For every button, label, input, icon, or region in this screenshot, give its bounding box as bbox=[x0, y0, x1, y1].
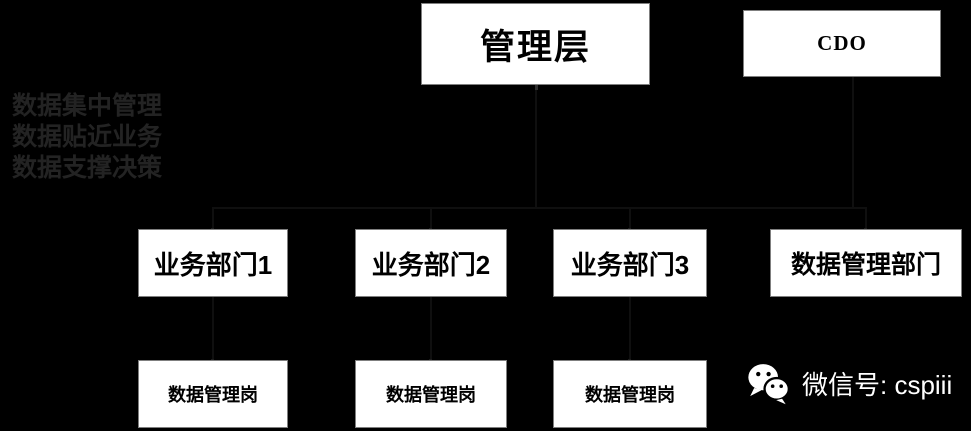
connector-dept2-post2 bbox=[430, 297, 432, 360]
wechat-watermark: 微信号: cspiii bbox=[747, 362, 952, 405]
connector-horizontal bbox=[212, 207, 866, 209]
connector-dept2-up bbox=[430, 207, 432, 229]
slogan-block: 数据集中管理 数据贴近业务 数据支撑决策 bbox=[12, 91, 162, 184]
tick-mgmt-bottom bbox=[535, 85, 538, 90]
business-dept-2-box: 业务部门2 bbox=[355, 229, 507, 297]
data-management-post-3-box: 数据管理岗 bbox=[553, 360, 707, 428]
slogan-line-2: 数据贴近业务 bbox=[12, 124, 163, 151]
connector-cdo-down bbox=[852, 77, 854, 207]
connector-dept1-post1 bbox=[212, 297, 214, 360]
data-management-dept-label: 数据管理部门 bbox=[790, 251, 941, 279]
data-management-post-1-box: 数据管理岗 bbox=[138, 360, 288, 428]
data-management-post-2-box: 数据管理岗 bbox=[355, 360, 507, 428]
connector-dept1-up bbox=[212, 207, 214, 229]
data-management-post-2-label: 数据管理岗 bbox=[386, 385, 476, 405]
business-dept-3-box: 业务部门3 bbox=[553, 229, 707, 297]
cdo-label: CDO bbox=[817, 31, 867, 55]
wechat-id-text: 微信号: cspiii bbox=[802, 370, 953, 400]
connector-dept3-up bbox=[629, 207, 631, 229]
connector-mgmt-down bbox=[535, 85, 537, 207]
business-dept-3-label: 业务部门3 bbox=[570, 249, 690, 280]
management-box: 管理层 bbox=[421, 3, 650, 85]
business-dept-2-label: 业务部门2 bbox=[371, 249, 491, 280]
connector-ddept-up bbox=[865, 207, 867, 229]
management-label: 管理层 bbox=[479, 27, 591, 67]
wechat-icon bbox=[748, 364, 791, 405]
data-management-post-1-label: 数据管理岗 bbox=[168, 385, 258, 405]
cdo-box: CDO bbox=[743, 10, 941, 77]
data-management-dept-box: 数据管理部门 bbox=[770, 229, 962, 297]
data-management-post-3-label: 数据管理岗 bbox=[585, 385, 675, 405]
connector-dept3-post3 bbox=[629, 297, 631, 360]
business-dept-1-box: 业务部门1 bbox=[138, 229, 288, 297]
business-dept-1-label: 业务部门1 bbox=[153, 249, 273, 280]
slogan-line-1: 数据集中管理 bbox=[12, 93, 163, 120]
slogan-line-3: 数据支撑决策 bbox=[12, 155, 163, 182]
